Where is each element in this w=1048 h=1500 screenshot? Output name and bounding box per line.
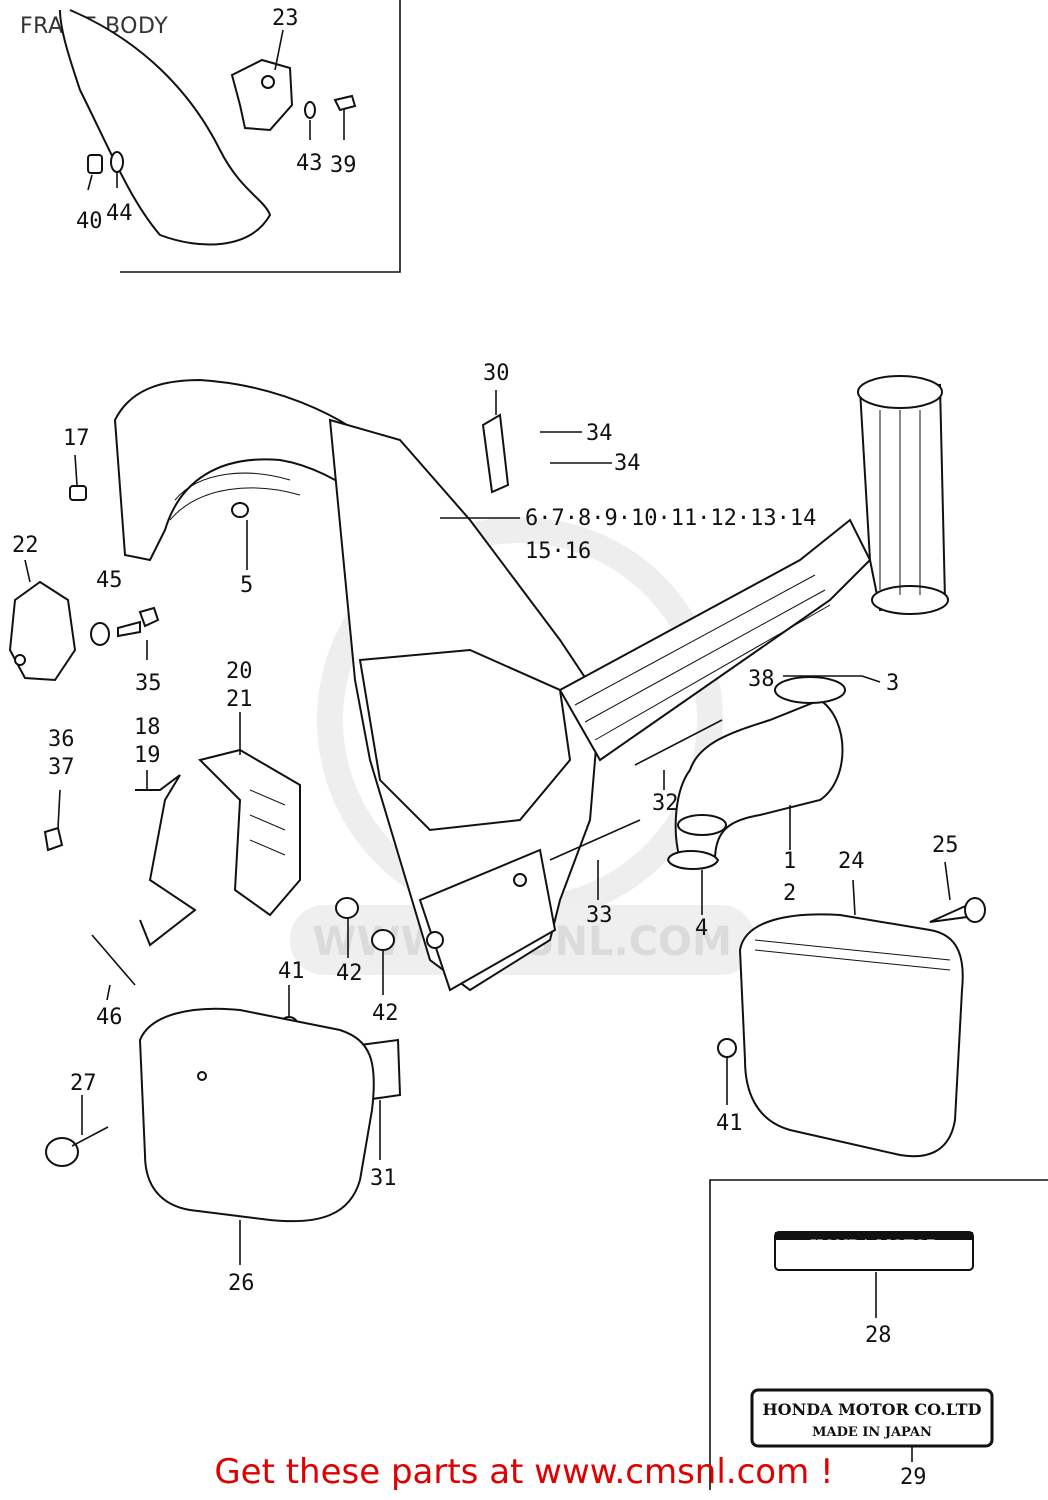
callout-25: 25 xyxy=(932,833,959,858)
nut-40 xyxy=(87,154,103,174)
air-cleaner-tube xyxy=(666,676,846,870)
parts-link-banner[interactable]: Get these parts at www.cmsnl.com ! xyxy=(214,1452,834,1492)
clamp-4 xyxy=(666,850,720,870)
callout-labels: 23 43 39 40 44 30 34 34 17 6·7·8·9·10·11… xyxy=(12,6,959,1490)
callout-45: 45 xyxy=(96,568,123,593)
bolt-32 xyxy=(634,719,723,766)
callout-43: 43 xyxy=(296,151,323,176)
callout-44: 44 xyxy=(106,201,133,226)
side-covers xyxy=(45,913,964,1223)
washer-44 xyxy=(110,151,124,173)
callout-4: 4 xyxy=(695,916,708,941)
callout-21: 21 xyxy=(226,687,253,712)
nut-41b xyxy=(717,1038,737,1058)
callout-15-16: 15·16 xyxy=(525,539,591,564)
callout-40: 40 xyxy=(76,209,103,234)
fender-bracket-23 xyxy=(230,58,294,132)
callout-19: 19 xyxy=(134,743,161,768)
callout-30: 30 xyxy=(483,361,510,386)
callout-20: 20 xyxy=(226,659,253,684)
emblem-inset: HONDA MOTOR HONDA MOTOR CO.LTD MADE IN J… xyxy=(709,1179,1048,1490)
callout-18: 18 xyxy=(134,715,161,740)
grommet-5 xyxy=(231,502,249,518)
stay-18 xyxy=(135,774,197,947)
callout-46: 46 xyxy=(96,1005,123,1030)
callout-35: 35 xyxy=(135,671,162,696)
nut-42b xyxy=(371,929,395,951)
small-parts xyxy=(8,413,986,1102)
callout-41a: 41 xyxy=(278,959,305,984)
bracket-22 xyxy=(8,580,77,682)
rod-46 xyxy=(91,934,136,986)
callout-31: 31 xyxy=(370,1166,397,1191)
fender-inset xyxy=(59,0,401,273)
callout-33: 33 xyxy=(586,903,613,928)
callout-24: 24 xyxy=(838,849,865,874)
callout-28: 28 xyxy=(865,1323,892,1348)
side-cover-24 xyxy=(738,913,964,1158)
emblem-29-line2: MADE IN JAPAN xyxy=(812,1425,932,1440)
callout-37: 37 xyxy=(48,755,75,780)
emblem-29-line1: HONDA MOTOR CO.LTD xyxy=(763,1400,982,1419)
callout-34b: 34 xyxy=(614,451,641,476)
washer-43 xyxy=(304,101,316,119)
screw-36 xyxy=(43,826,64,852)
callout-27: 27 xyxy=(70,1071,97,1096)
leader-lines xyxy=(24,29,951,1462)
knob-27 xyxy=(45,1137,79,1167)
callout-17: 17 xyxy=(63,426,90,451)
emblem-28-text: HONDA MOTOR xyxy=(810,1238,938,1254)
emblem-29 xyxy=(750,1388,994,1448)
washer-45 xyxy=(90,622,110,646)
nut-42a xyxy=(335,897,359,919)
callout-34a: 34 xyxy=(586,421,613,446)
side-cover-26 xyxy=(138,1007,375,1223)
callout-3: 3 xyxy=(886,671,899,696)
nut-17 xyxy=(69,485,87,501)
bolt-39 xyxy=(333,94,357,112)
plate-30 xyxy=(481,413,510,494)
callout-29: 29 xyxy=(900,1465,927,1490)
callout-5: 5 xyxy=(240,573,253,598)
callout-32: 32 xyxy=(652,791,679,816)
callout-39: 39 xyxy=(330,153,357,178)
callout-23: 23 xyxy=(272,6,299,31)
callout-42b: 42 xyxy=(372,1001,399,1026)
callout-38: 38 xyxy=(748,667,775,692)
callout-2: 2 xyxy=(783,881,796,906)
main-frame xyxy=(113,375,949,992)
bolt-33 xyxy=(549,819,641,861)
callout-41b: 41 xyxy=(716,1111,743,1136)
callout-42a: 42 xyxy=(336,961,363,986)
callout-6-14: 6·7·8·9·10·11·12·13·14 xyxy=(525,506,816,531)
callout-36: 36 xyxy=(48,727,75,752)
battery-holder-20 xyxy=(198,748,301,917)
callout-1: 1 xyxy=(783,849,796,874)
callout-22: 22 xyxy=(12,533,39,558)
callout-26: 26 xyxy=(228,1271,255,1296)
bolt-35 xyxy=(117,620,141,638)
